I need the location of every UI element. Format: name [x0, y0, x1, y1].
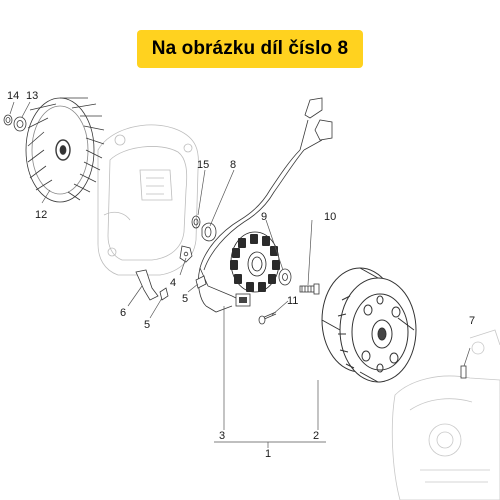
- crankcase-cover: [97, 124, 199, 276]
- part-number-banner: Na obrázku díl číslo 8: [137, 30, 363, 68]
- callout-6: 6: [120, 307, 126, 319]
- callout-3: 3: [219, 430, 225, 442]
- flywheel-rotor: [321, 267, 417, 383]
- banner-text: Na obrázku díl číslo 8: [151, 38, 349, 59]
- callout-9: 9: [261, 211, 267, 223]
- stator: [230, 231, 280, 293]
- callout-15: 15: [197, 159, 209, 171]
- wiring-harness: [198, 97, 333, 313]
- screw: [258, 311, 277, 325]
- callout-1: 1: [265, 448, 271, 460]
- callout-8: 8: [230, 159, 236, 171]
- callout-5-lower: 5: [144, 319, 150, 331]
- callout-7: 7: [469, 315, 475, 327]
- engine-block: [391, 329, 500, 500]
- leader-lines: [9, 101, 471, 448]
- clips: [135, 245, 207, 301]
- washer: [278, 268, 292, 286]
- callout-5-upper: 5: [182, 293, 188, 305]
- pickup-sensor: [191, 215, 201, 229]
- callout-2: 2: [313, 430, 319, 442]
- callout-14: 14: [7, 90, 19, 102]
- callout-12: 12: [35, 209, 47, 221]
- grommet: [201, 222, 217, 242]
- bolt: [299, 283, 320, 295]
- callout-labels: 14 13 12 15 8 9 10 11 4 5 6 5 7 3 2 1: [7, 90, 475, 460]
- callout-11: 11: [287, 295, 298, 307]
- cooling-fan: [25, 97, 105, 203]
- nut-washer: [3, 114, 27, 132]
- pickup-coil: [235, 293, 251, 307]
- callout-10: 10: [324, 211, 336, 223]
- pin: [460, 365, 467, 379]
- callout-13: 13: [26, 90, 38, 102]
- callout-4: 4: [170, 277, 176, 289]
